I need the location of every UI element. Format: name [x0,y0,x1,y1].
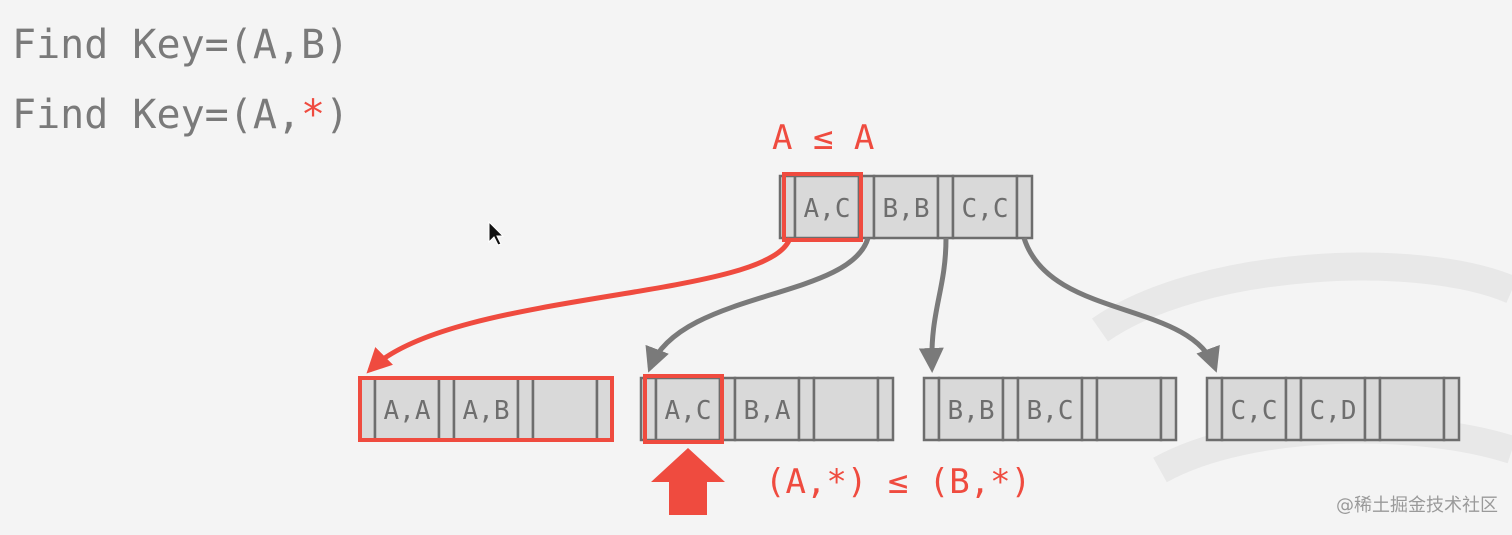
leaf-node: A,A A,B [358,376,614,442]
root-key-cell [793,174,861,240]
leaf-3-key-cell [937,376,1005,442]
leaf-4-pointer [1205,376,1224,442]
wildcard-symbol: * [300,92,326,138]
leaf-3-pointer [1080,376,1099,442]
root-pointer [1015,174,1034,240]
leaf-1-pointer [437,376,456,442]
leaf-2-key-highlight [643,374,724,444]
query-exact-key: Find Key=(A,B) [12,22,350,68]
leaf-2-key-label: B,A [744,396,791,426]
root-key-cell [951,174,1019,240]
root-key-highlight [782,172,863,242]
leaf-4-pointer [1363,376,1382,442]
leaf-1-key-cell [531,376,599,442]
root-node: A,C B,B C,C [778,172,1034,242]
root-comparison-note: A ≤ A [772,118,875,158]
leaf-4-pointer [1284,376,1303,442]
leaf-1-highlight [358,376,614,442]
arrow-root-to-leaf-3 [918,237,949,373]
watermark-text: @稀土掘金技术社区 [1336,495,1498,516]
leaf-1-key-label: A,B [463,396,510,426]
leaf-1-pointer [516,376,535,442]
leaf-node: A,C B,A [639,374,895,444]
leaf-3-key-cell [1016,376,1084,442]
root-key-label: C,C [962,194,1009,224]
mouse-cursor-icon [488,220,505,246]
leaf-1-pointer [595,376,614,442]
root-key-label: B,B [883,194,930,224]
leaf-2-pointer [797,376,816,442]
query-prefix-key: Find Key=(A,*) [12,92,349,138]
root-key-cell [872,174,940,240]
leaf-4-key-label: C,C [1231,396,1278,426]
leaf-4-key-cell [1378,376,1446,442]
leaf-comparison-note: (A,*) ≤ (B,*) [765,462,1032,502]
leaf-4-key-cell [1220,376,1288,442]
big-red-up-arrow [651,448,725,515]
leaf-3-key-cell [1095,376,1163,442]
leaf-3-pointer [1159,376,1178,442]
leaf-node: B,B B,C [922,376,1178,442]
leaf-2-key-label: A,C [665,396,712,426]
leaf-1-key-label: A,A [384,396,431,426]
arrow-root-to-leaf-4 [1021,237,1220,373]
leaf-4-key-label: C,D [1310,396,1357,426]
root-pointer [936,174,955,240]
leaf-4-pointer [1442,376,1461,442]
arrow-root-to-leaf-2 [645,237,871,373]
arrow-root-to-leaf-1 [366,236,793,374]
leaf-1-pointer [358,376,377,442]
leaf-3-pointer [1001,376,1020,442]
leaf-2-pointer [876,376,895,442]
leaf-3-pointer [922,376,941,442]
query-prefix-text: Find Key=(A, [12,92,301,138]
leaf-nodes: A,A A,B A,C B,A B,B B,C C,C C,D [358,374,1461,444]
query-prefix-close: ) [325,92,350,138]
root-key-label: A,C [804,194,851,224]
leaf-2-key-cell [812,376,880,442]
leaf-node: C,C C,D [1205,376,1461,442]
leaf-3-key-label: B,C [1027,396,1074,426]
leaf-3-key-label: B,B [948,396,995,426]
